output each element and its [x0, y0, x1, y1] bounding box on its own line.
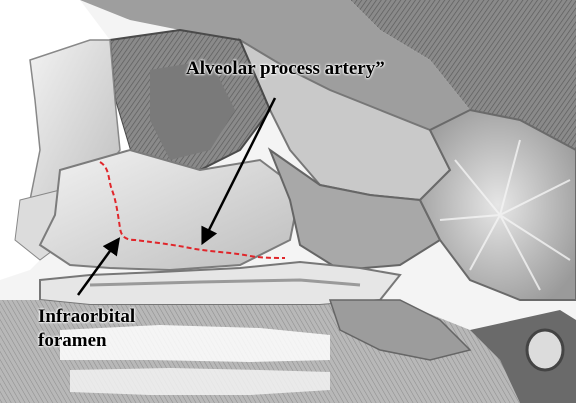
maxilla-region	[40, 150, 300, 270]
alveolar-process-artery-label: Alveolar process artery”	[186, 57, 385, 81]
lower-teeth-band	[70, 368, 330, 395]
infraorbital-foramen-label: Infraorbital foramen	[38, 305, 135, 353]
auditory-meatus	[527, 330, 563, 370]
infraorbital-label-line1: Infraorbital	[38, 305, 135, 329]
infraorbital-label-line2: foramen	[38, 329, 135, 353]
